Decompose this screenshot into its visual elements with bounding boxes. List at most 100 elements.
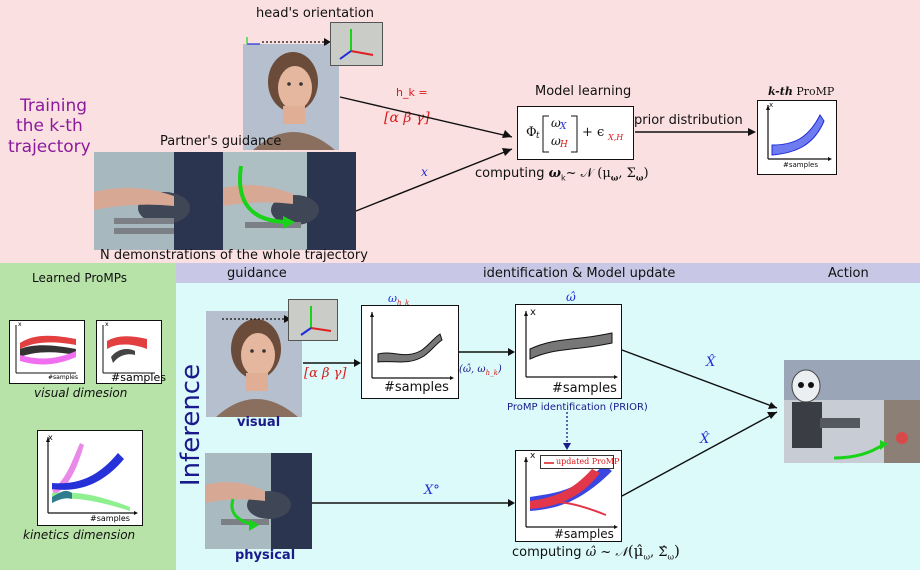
physical-photo [205,453,312,549]
header-identification: identification & Model update [483,266,676,281]
omega-hk-plot [370,312,454,380]
updated-axis-y: x [530,451,536,461]
model-equation-box: Φ t ω X ω H + ϵ X,H [517,106,634,160]
robot-hand-illustration-1 [94,152,223,250]
visual-promp-chart-2: x #samples [96,320,166,384]
omega-hk-axis-x: #samples [384,380,449,395]
physical-label: physical [235,548,296,563]
dotted-arrow-to-axes [262,38,331,46]
computing-prefix: computing [475,166,545,181]
computing-label-training: computing ωk~ 𝒩 (μω, Σω) [475,166,649,183]
partner-guidance-label: Partner's guidance [160,134,282,149]
pair-label: (ω̂, ωh_k) [459,364,502,377]
visual-promp-plot-2 [102,325,155,374]
updated-promp-chart: updated ProMP x #samples [515,450,622,542]
kth-axis-x: #samples [783,161,818,169]
header-guidance: guidance [227,266,287,281]
omega-hat-chart: x #samples [515,304,622,399]
learned-promps-label: Learned ProMPs [32,271,128,285]
mu-sub: ω [610,172,619,183]
computing-tail: ) [643,166,649,181]
updated-promp-plot [524,457,618,529]
kinetics-axis-x: #samples [90,514,130,523]
kinetics-axis-y: x [48,433,53,442]
updated-axis-x: #samples [554,527,614,541]
angles-vector: [α β γ] [384,110,430,126]
omega-hat-axis-y: x [530,307,536,318]
head-axes-icon [339,29,374,60]
kinetics-dimension-label: kinetics dimension [23,528,136,542]
computing-inf-rest: (μ̂ [627,542,644,560]
eq-phi-t: t [536,131,540,141]
head-axes-icon-small [246,37,260,45]
eq-omega-x-sub: X [560,122,567,132]
header-action: Action [828,266,869,281]
kth-axis-y: x [769,101,774,109]
computing-label-inference: computing ω̂ ~ 𝒩(μ̂ω, Σ̂ω) [512,542,680,562]
training-title-line2: the k-th [16,116,83,136]
guidance-photo-1 [94,152,223,250]
computing-inf-rest2: , Σ̂ [649,545,668,560]
omega-hat-axis-x: #samples [552,381,617,396]
face-illustration [243,44,339,150]
x-hat-label-bottom: X̂ [700,432,710,447]
computing-omega-sub: k [561,173,566,183]
updated-promp-legend: updated ProMP [540,455,619,469]
kinetics-promp-plot [46,437,138,515]
kth-rest: ProMP [796,85,835,98]
omega-hk: ω [388,292,397,305]
pair-label-start: (ω̂, ω [459,364,486,375]
eq-omega-x: ω [551,116,561,130]
robot-illustration [784,360,920,463]
computing-inf-mu-sub: ω [643,552,650,562]
head-axes-frame-inference [288,299,338,341]
face-illustration-inference [206,311,302,417]
eq-epsilon-sub: X,H [608,133,624,142]
angles-short: [α β γ] [304,366,347,381]
eq-epsilon: + ϵ [582,125,605,140]
eq-omega-h-sub: H [560,140,568,150]
visual-label: visual [237,415,281,430]
visual-promp-plot-1 [15,325,76,374]
guidance-photo-2 [223,152,356,250]
x-label-training: x [421,165,428,179]
kth-italic: k-th [768,85,793,98]
robot-hand-illustration-physical [205,453,312,549]
pair-label-end: ) [497,364,502,375]
inference-header-bar [176,263,920,283]
eq-phi: Φ [526,125,537,140]
updated-promp-legend-label: updated ProMP [556,457,620,466]
robot-action-photo [784,360,920,463]
visual-chart2-axis-x: #samples [111,371,166,384]
visual-chart1-axis-x: #samples [48,374,78,381]
computing-inf-eq: ω̂ ~ 𝒩 [585,545,628,560]
omega-hk-label: ωh_k [388,292,409,307]
head-axes-frame [330,22,383,66]
pair-label-sub: h_k [485,369,498,377]
kinetics-promp-chart: x #samples [37,430,143,526]
face-photo-inference [206,311,302,417]
training-title-line3: trajectory [8,137,91,157]
visual-promp-chart-1: x #samples [9,320,85,384]
computing-dist-rest: , Σ [618,166,636,181]
kth-promp-chart: x #samples [757,100,837,175]
promp-identification-label: ProMP identification (PRIOR) [507,402,648,413]
computing-omega: ω [548,166,561,181]
computing-inf-sigma-sub: ω [667,552,674,562]
visual-chart1-axis-y: x [18,321,22,328]
computing-inf-end: ) [673,542,680,560]
n-demonstrations-label: N demonstrations of the whole trajectory [100,248,368,263]
omega-hat-plot [524,311,618,379]
visual-chart2-axis-y: x [105,321,109,328]
omega-hat-label: ω̂ [566,290,576,304]
x-hat-label-top: X̂ [706,355,716,370]
kth-promp-plot [766,105,832,161]
head-axes-icon-inference [300,306,332,336]
omega-hk-sub: h_k [396,299,410,308]
prior-distribution-label: prior distribution [634,113,743,128]
sigma-sub: ω [635,172,644,183]
x-o-label: X° [424,483,440,498]
visual-dimension-label: visual dimesion [34,386,128,400]
model-learning-label: Model learning [535,84,632,99]
